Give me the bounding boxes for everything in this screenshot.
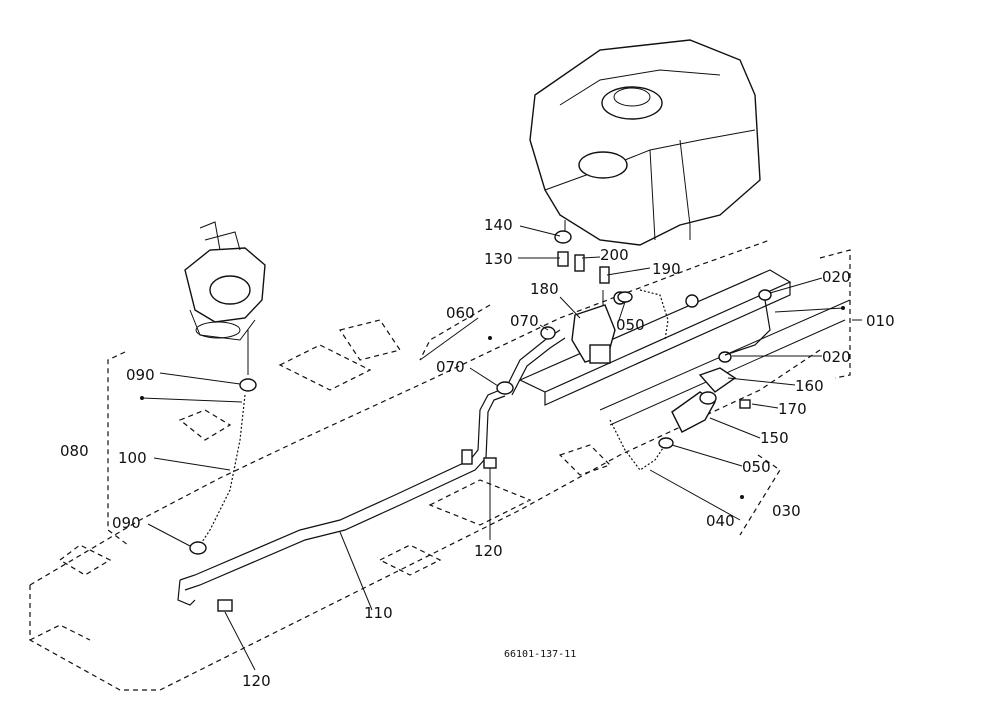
clip-020-upper (758, 289, 772, 301)
carburetor (184, 221, 266, 341)
bracket-clip (461, 449, 473, 465)
callout-070-lower: 070 (436, 358, 465, 376)
fuel-hose-060 (504, 329, 561, 391)
callout-060: 060 (446, 304, 475, 322)
clip-050-upper (617, 291, 633, 303)
callout-130: 130 (484, 250, 513, 268)
chassis-frame (29, 239, 821, 691)
filler-cap (601, 86, 663, 120)
spring-hose-040 (609, 419, 666, 471)
callout-180: 180 (530, 280, 559, 298)
clip-050-lower (658, 437, 674, 449)
callout-150: 150 (760, 429, 789, 447)
clip-070-upper (540, 326, 556, 340)
fuel-pipe-110 (179, 389, 501, 581)
clamp-140 (554, 230, 572, 244)
spring-hose-100 (199, 394, 246, 546)
callout-090-upper: 090 (126, 366, 155, 384)
clip-090-upper (239, 378, 257, 392)
filter-bracket-160 (698, 367, 737, 393)
bolt-120-left (217, 599, 233, 612)
drawing-code: 66101-137-11 (504, 649, 576, 660)
fuel-cock-assembly (571, 290, 627, 364)
callout-080: 080 (60, 442, 89, 460)
bolt-120-right (483, 457, 497, 469)
fuel-filter-150 (671, 391, 717, 433)
fuel-tank (529, 39, 761, 246)
callout-190: 190 (652, 260, 681, 278)
plug-130 (557, 251, 569, 267)
callout-110: 110 (364, 604, 393, 622)
callout-120-right: 120 (474, 542, 503, 560)
callout-050-lower: 050 (742, 458, 771, 476)
callout-030: 030 (772, 502, 801, 520)
clip-090-lower (189, 541, 207, 555)
callout-090-lower: 090 (112, 514, 141, 532)
clip-070-lower (496, 381, 514, 395)
callout-120-left: 120 (242, 672, 271, 690)
callout-140: 140 (484, 216, 513, 234)
callout-070-upper: 070 (510, 312, 539, 330)
screw-200 (574, 254, 585, 272)
callout-020-lower: 020 (822, 348, 851, 366)
callout-040: 040 (706, 512, 735, 530)
callout-010: 010 (866, 312, 895, 330)
callout-020-upper: 020 (822, 268, 851, 286)
bolt-170 (739, 399, 751, 409)
callout-170: 170 (778, 400, 807, 418)
spring-hose-upper (639, 289, 669, 341)
callout-160: 160 (795, 377, 824, 395)
callout-200: 200 (600, 246, 629, 264)
leader-lines (107, 225, 862, 671)
callout-050-upper: 050 (616, 316, 645, 334)
callout-100: 100 (118, 449, 147, 467)
pipe-010 (724, 299, 771, 356)
